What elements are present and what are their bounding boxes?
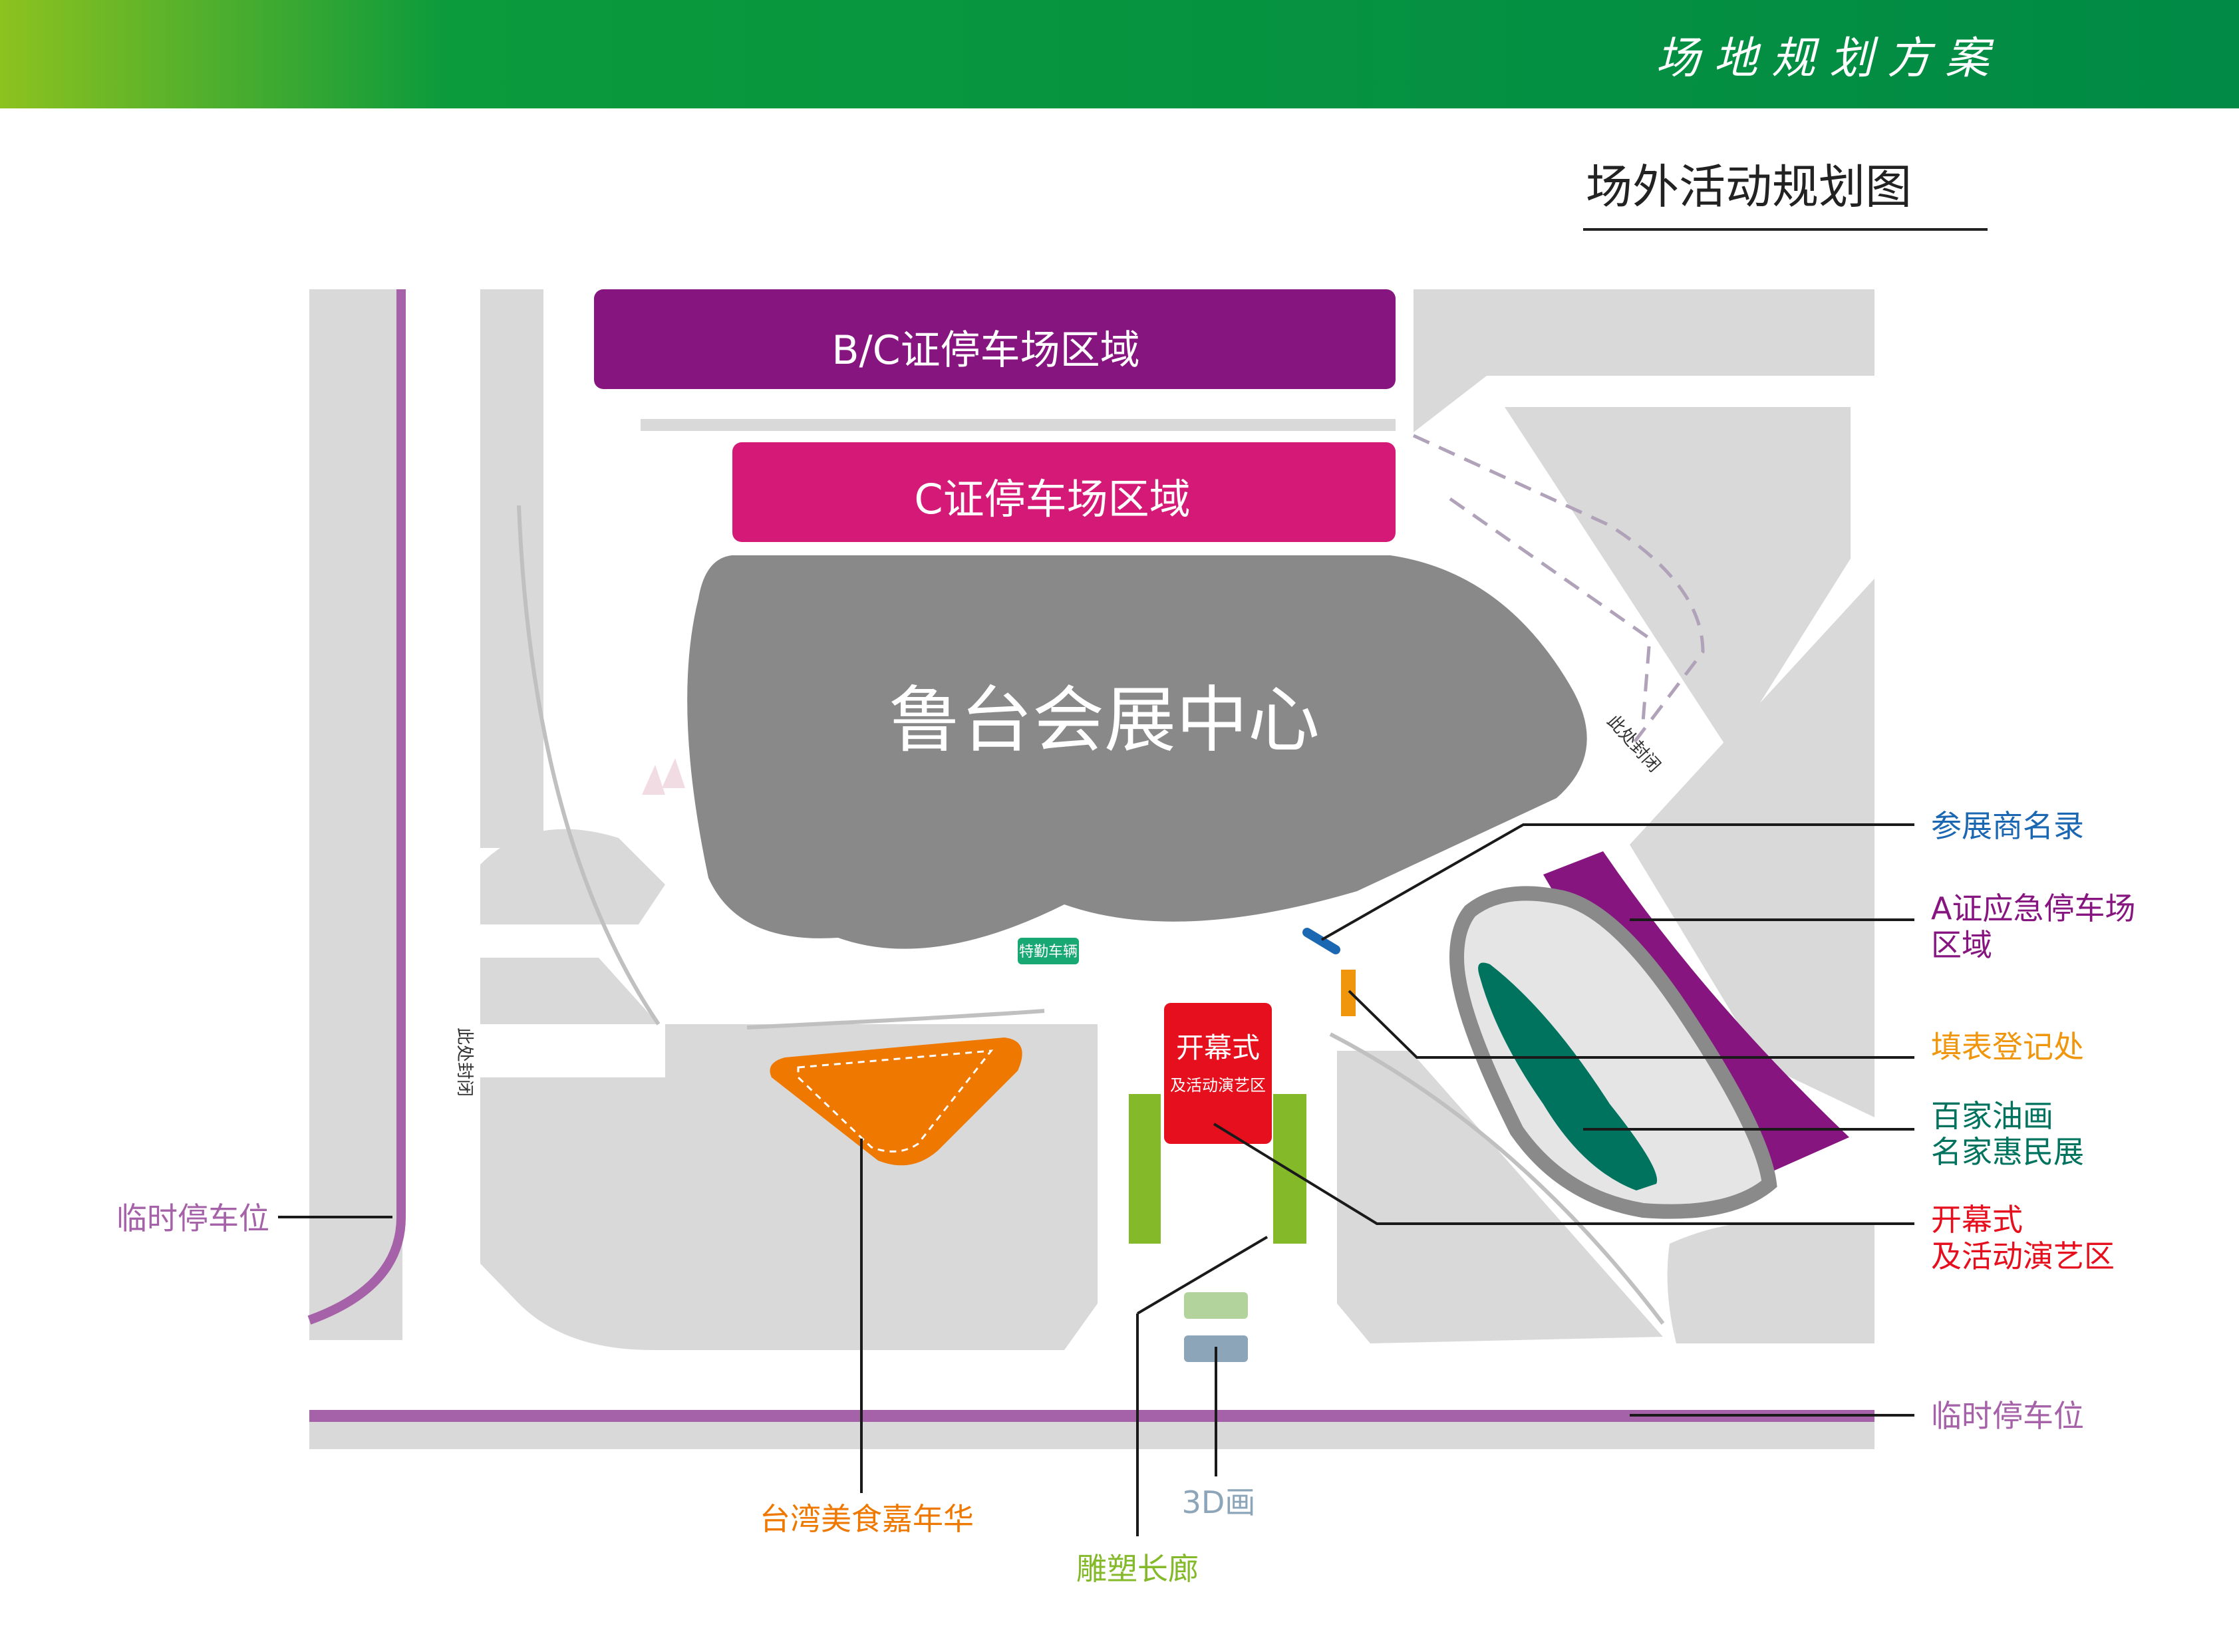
- special-vehicle-tag: [1018, 938, 1079, 964]
- opening-stage-sub: 及活动演艺区: [1170, 1076, 1266, 1095]
- legend-temp-parking-bottom: 临时停车位: [1931, 1398, 2084, 1434]
- sculpture-pillar-left: [1129, 1094, 1161, 1244]
- bc-parking-label: B/C证停车场区域: [831, 327, 1139, 374]
- legend-registration: 填表登记处: [1931, 1029, 2084, 1065]
- a-parking-area: [1449, 851, 1849, 1219]
- direction-arrows: [642, 758, 685, 795]
- exhibition-center-label: 鲁台会展中心: [889, 679, 1320, 762]
- header-section-title: 场 地 规 划 方 案: [1656, 33, 1994, 84]
- opening-stage-title: 开幕式: [1176, 1032, 1260, 1064]
- legend-temp-parking-left: 临时停车位: [116, 1200, 269, 1236]
- bc-parking-zone: [594, 289, 1396, 389]
- legend-sculpture-corridor: 雕塑长廊: [1076, 1551, 1199, 1587]
- taiwan-food-zone: [770, 1037, 1022, 1166]
- legend-exhibitor-directory: 参展商名录: [1931, 808, 2084, 844]
- legend-painting-line1: 百家油画: [1931, 1098, 2053, 1134]
- legend-a-parking-line1: A证应急停车场: [1931, 891, 2135, 926]
- temp-parking-left-line: [307, 289, 406, 1325]
- c-parking-zone: [732, 442, 1396, 542]
- leader-lines: [278, 823, 1914, 1536]
- exhibition-center-building: [687, 555, 1587, 949]
- painting-exhibit-zone: [1478, 962, 1658, 1190]
- closed-here-west: 此处封闭: [454, 1028, 474, 1097]
- c-parking-label: C证停车场区域: [914, 475, 1190, 523]
- legend-painting-line2: 名家惠民展: [1931, 1134, 2084, 1170]
- legend-opening-line1: 开幕式: [1931, 1202, 2023, 1238]
- legend-a-parking-line2: 区域: [1931, 927, 1992, 963]
- legend-taiwan-food: 台湾美食嘉年华: [760, 1501, 974, 1537]
- legend-opening-line2: 及活动演艺区: [1931, 1238, 2115, 1274]
- special-vehicle-label: 特勤车辆: [1019, 944, 1078, 960]
- header-bar: [0, 0, 2239, 108]
- legend-painting-3d: 3D画: [1182, 1484, 1256, 1520]
- page-subtitle: 场外活动规划图: [1586, 160, 1912, 214]
- opening-stage-box: [1164, 1003, 1272, 1144]
- painting-3d-block-top: [1184, 1292, 1248, 1319]
- directory-marker: [1302, 928, 1340, 954]
- registration-marker: [1341, 970, 1356, 1016]
- temp-parking-bottom-line: [309, 1410, 1874, 1422]
